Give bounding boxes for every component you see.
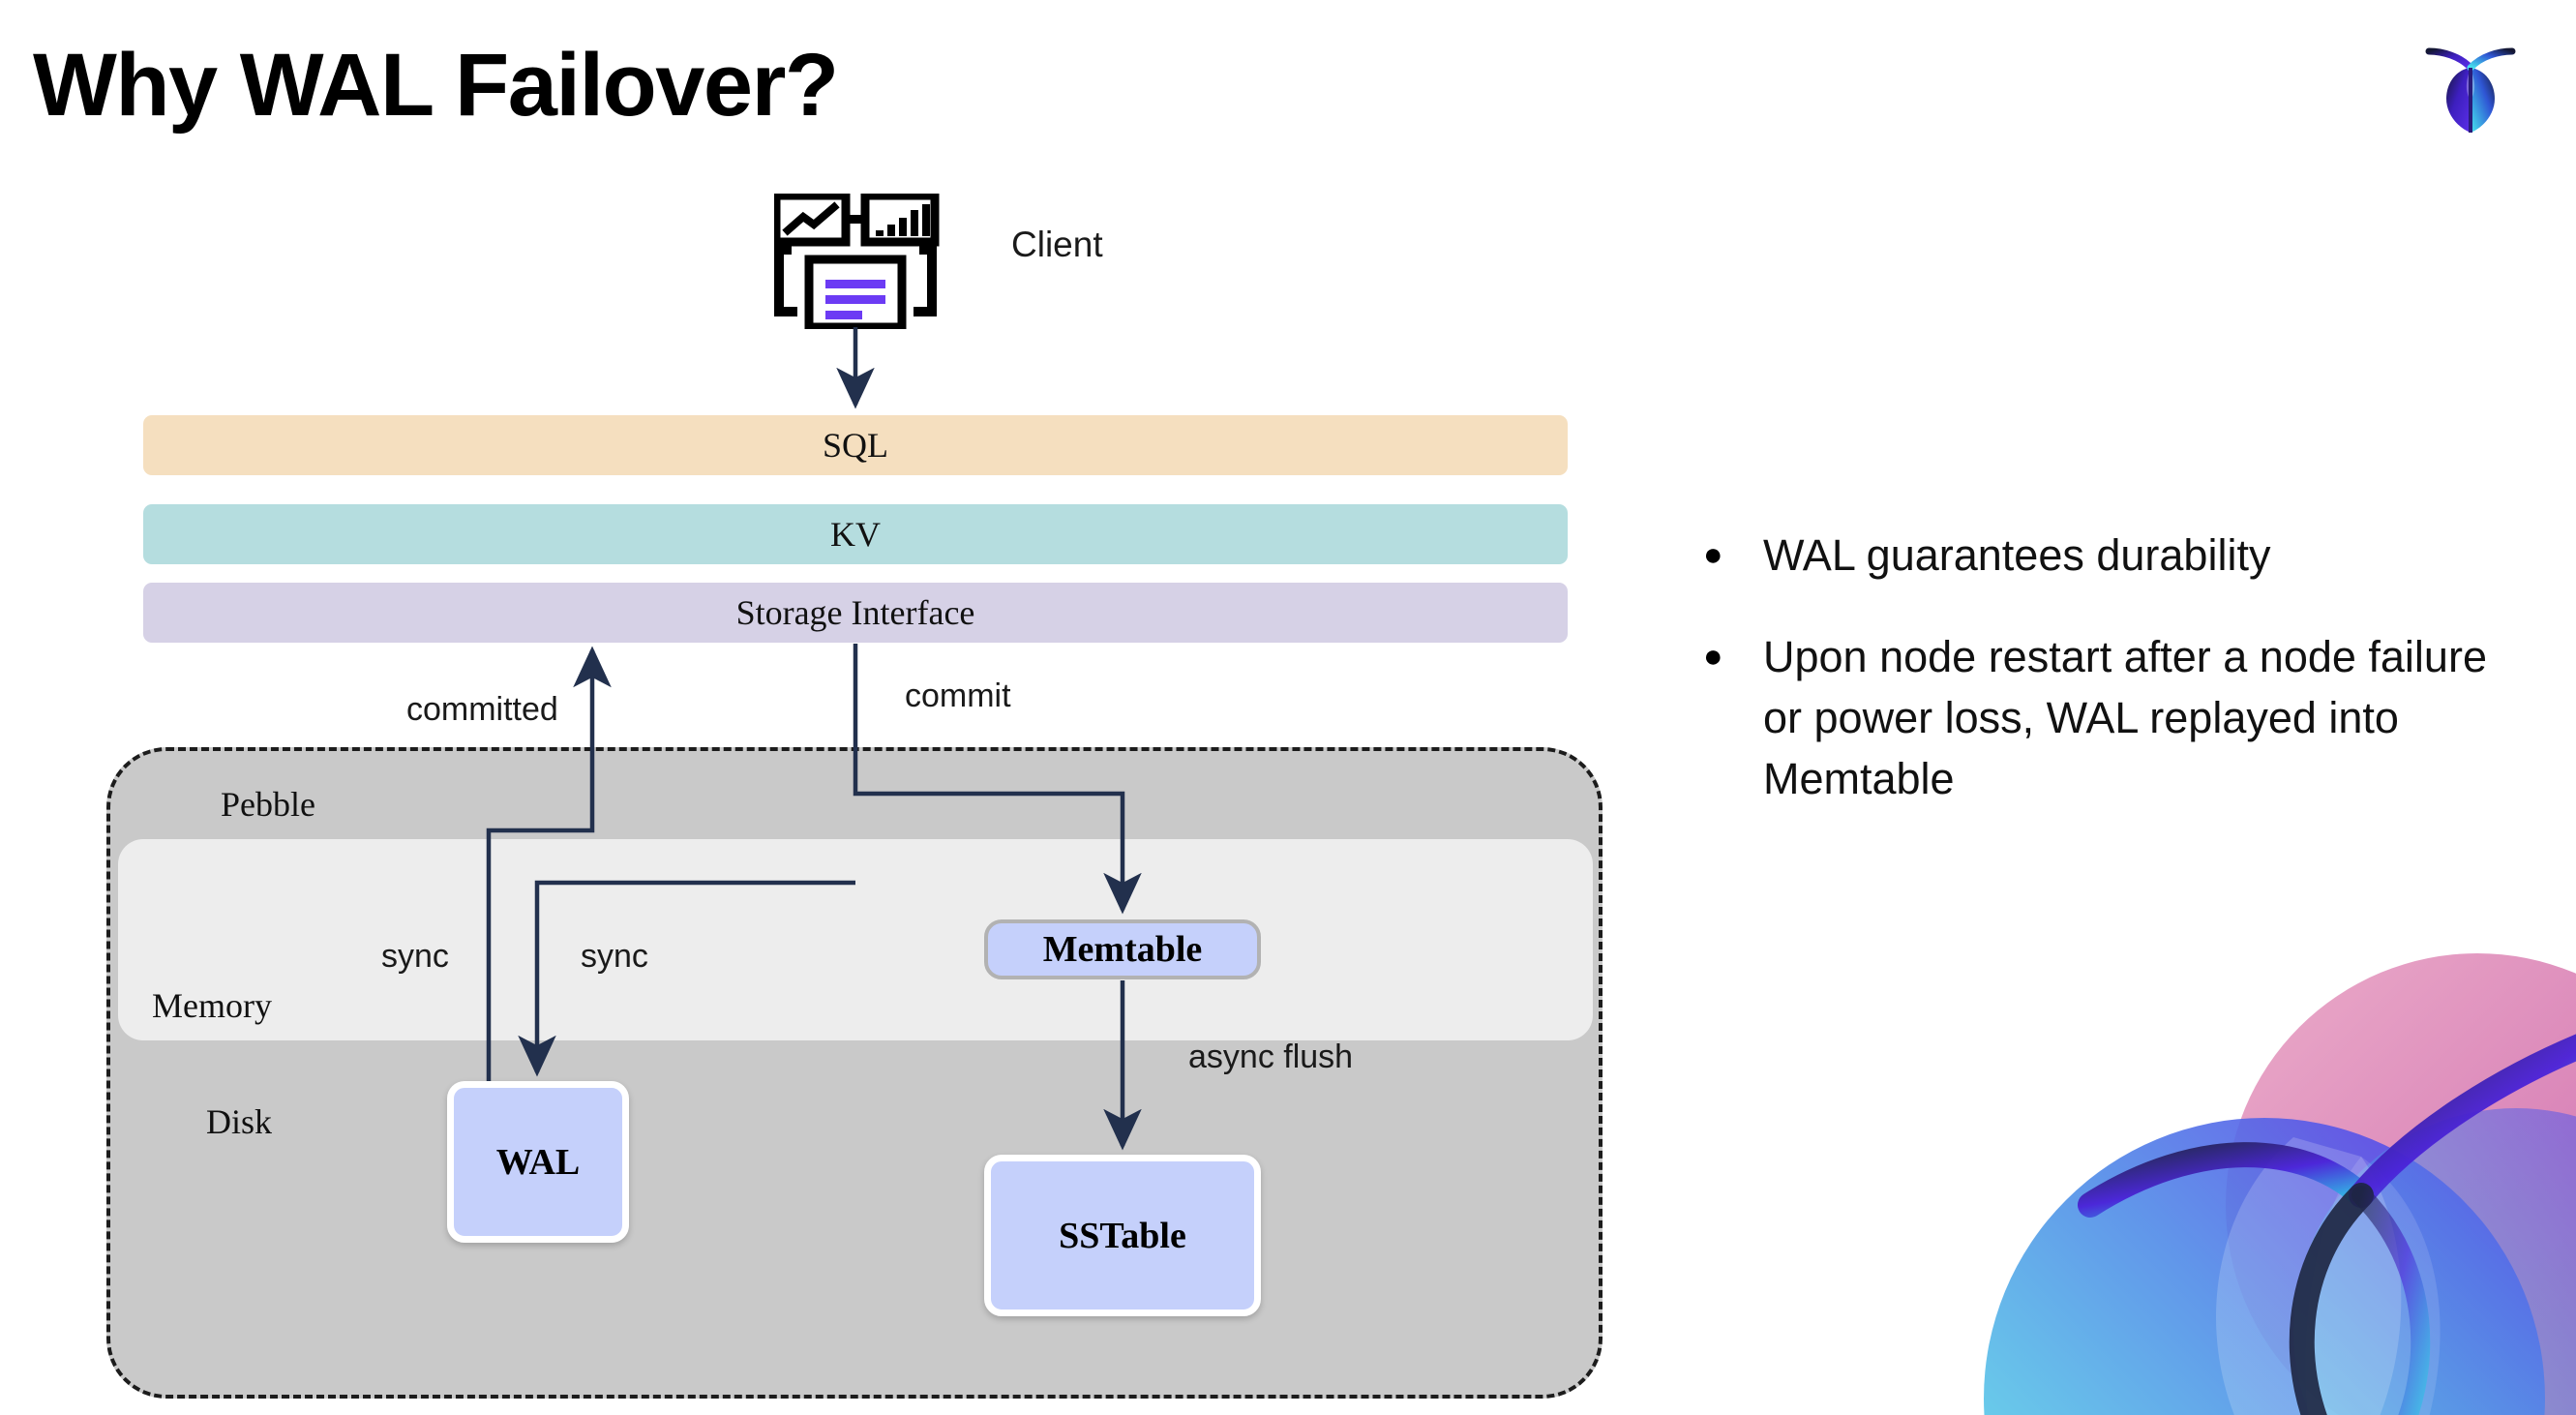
bullet-marker: ● [1703, 638, 1723, 675]
layer-bar-storage-interface: Storage Interface [143, 583, 1568, 643]
bullet-marker: ● [1703, 536, 1723, 573]
node-label-memtable: Memtable [1042, 929, 1203, 970]
layer-label-sql: SQL [822, 426, 888, 465]
memory-label: Memory [152, 986, 272, 1025]
layer-bar-sql: SQL [143, 415, 1568, 475]
list-item: ● WAL guarantees durability [1703, 525, 2506, 586]
client-label: Client [1011, 225, 1103, 264]
edge-label-sync-left: sync [381, 938, 449, 975]
node-label-wal: WAL [495, 1141, 581, 1183]
cockroach-logo-icon [2417, 35, 2524, 141]
edge-label-commit: commit [905, 677, 1011, 714]
edge-label-async-flush: async flush [1188, 1039, 1354, 1075]
bullet-text: Upon node restart after a node failure o… [1763, 632, 2487, 803]
node-sstable: SSTable [984, 1155, 1261, 1316]
client-dashboard-icon [771, 191, 941, 332]
node-wal: WAL [447, 1081, 629, 1243]
bullet-text: WAL guarantees durability [1763, 530, 2271, 580]
bullet-list: ● WAL guarantees durability ● Upon node … [1703, 525, 2506, 850]
node-label-sstable: SSTable [1059, 1215, 1186, 1256]
node-memtable: Memtable [984, 919, 1261, 979]
edge-label-sync-right: sync [581, 938, 648, 975]
layer-label-storage-interface: Storage Interface [735, 593, 975, 632]
disk-label: Disk [206, 1102, 273, 1141]
memory-region [118, 839, 1593, 1040]
layer-label-kv: KV [830, 515, 881, 554]
layer-bar-kv: KV [143, 504, 1568, 564]
list-item: ● Upon node restart after a node failure… [1703, 626, 2506, 809]
edge-label-committed: committed [406, 691, 558, 728]
page-title: Why WAL Failover? [33, 36, 839, 135]
pebble-label: Pebble [221, 785, 315, 824]
